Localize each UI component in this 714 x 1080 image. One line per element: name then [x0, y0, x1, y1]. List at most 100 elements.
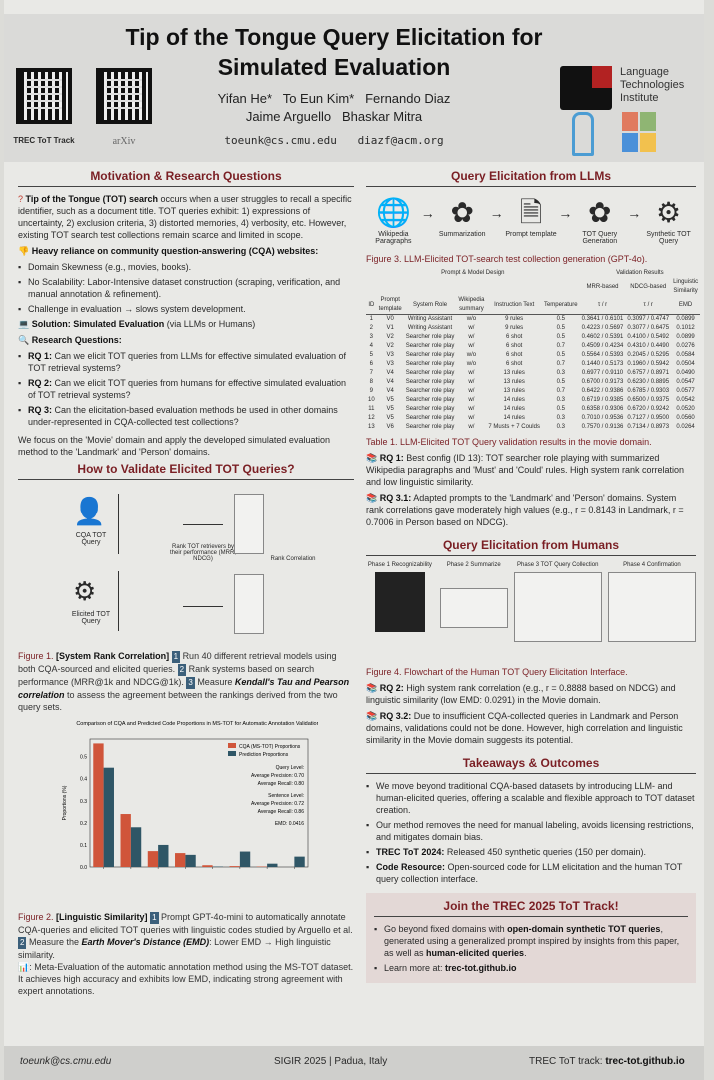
table-cell: V3 — [386, 352, 394, 358]
chart-title: Comparison of CQA and Predicted Code Pro… — [76, 721, 318, 727]
table-cell: w/ — [468, 379, 475, 385]
list-item: Code Resource: Open-sourced code for LLM… — [366, 861, 696, 885]
table-header: ID — [366, 296, 377, 315]
table-cell: 0.3641 / 0.6101 — [581, 316, 624, 322]
chart-annotation: Average Recall: 0.86 — [258, 809, 305, 815]
table-cell: 0.7127 / 0.9500 — [627, 415, 670, 421]
author: Fernando Diaz — [365, 91, 451, 106]
table-cell: 0.5 — [556, 406, 565, 412]
table-cell: 13 — [368, 424, 375, 430]
reliance: 👎 Heavy reliance on community question-a… — [18, 246, 319, 256]
wikipedia-icon: 🌐 — [375, 197, 411, 228]
table-header: Instruction Text — [486, 296, 542, 315]
list-item: Our method removes the need for manual l… — [366, 819, 696, 843]
author: Bhaskar Mitra — [341, 109, 423, 124]
track-link[interactable]: trec-tot.github.io — [605, 1056, 685, 1067]
table-cell: w/o — [466, 361, 477, 367]
table-cell: 0.3 — [556, 370, 565, 376]
table-cell: w/ — [468, 370, 475, 376]
list-item: Challenge in evaluation → slows system d… — [18, 303, 354, 315]
table-cell: 0.0264 — [676, 424, 695, 430]
section-heading: Query Elicitation from Humans — [366, 538, 696, 556]
table-cell: 0.1440 / 0.5173 — [581, 361, 624, 367]
rq31-result: 📚 RQ 3.1: Adapted prompts to the 'Landma… — [366, 493, 684, 527]
table-cell: 0.0520 — [676, 406, 695, 412]
footer-track: TREC ToT track: trec-tot.github.io — [529, 1056, 685, 1067]
section-heading: Query Elicitation from LLMs — [366, 169, 696, 187]
plot-frame — [89, 738, 309, 868]
document-icon: 🗎 — [519, 197, 543, 228]
list-item: RQ 3: Can the elicitation-based evaluati… — [18, 404, 354, 428]
chart-annotation: Average Precision: 0.70 — [251, 773, 304, 779]
table-cell: 6 shot — [506, 361, 523, 367]
table-cell: 0.0542 — [676, 397, 695, 403]
table-header: EMD — [671, 296, 701, 315]
table-header: System Role — [403, 296, 457, 315]
magnifier-icon: 🔍 — [18, 335, 30, 345]
table-cell: w/ — [468, 325, 475, 331]
phase: Phase 2 Summarize — [439, 562, 508, 662]
figure-3-caption: Figure 3. LLM-Elicited TOT-search test c… — [366, 254, 648, 264]
table-cell: 0.5 — [556, 352, 565, 358]
section-heading: Takeaways & Outcomes — [366, 756, 696, 774]
y-tick-label: 0.0 — [80, 865, 87, 871]
table-cell: 0.6720 / 0.9242 — [627, 406, 670, 412]
table-header: τ / r — [579, 296, 626, 315]
table-cell: 0.4602 / 0.5391 — [581, 334, 624, 340]
list-item: RQ 2: Can we elicit TOT queries from hum… — [18, 377, 354, 401]
ranking-list — [234, 574, 264, 634]
lti-logo: Language Technologies Institute — [560, 66, 684, 110]
solution: 💻 Solution: Simulated Evaluation (via LL… — [18, 319, 256, 329]
table-cell: V5 — [386, 397, 394, 403]
cqa-label: CQA TOT Query — [75, 532, 107, 546]
qr-code-arxiv[interactable] — [96, 68, 152, 124]
y-tick-label: 0.4 — [80, 777, 87, 783]
arrow-icon: → — [627, 205, 642, 221]
correlation-label: Rank Correlation — [270, 556, 316, 562]
section-heading: Motivation & Research Questions — [18, 169, 354, 187]
bar — [120, 814, 131, 867]
legend-label: CQA (MS-TOT) Proportions — [239, 744, 301, 750]
table-header: τ / r — [625, 296, 672, 315]
movie-poster-image — [374, 572, 425, 632]
y-tick-label: 0.5 — [80, 755, 87, 761]
bar — [175, 853, 186, 867]
rq32-result: 📚 RQ 3.2: Due to insufficient CQA-collec… — [366, 711, 683, 745]
rq2-result: 📚 RQ 2: High system rank correlation (e.… — [366, 683, 676, 705]
table-cell: 0.2045 / 0.5295 — [627, 352, 670, 358]
qr-label: arXiv — [112, 136, 136, 147]
chart-annotation: Query Level: — [276, 765, 304, 771]
human-flowchart: Phase 1 Recognizability Phase 2 Summariz… — [366, 562, 696, 662]
rq1-result: 📚 RQ 1: Best config (ID 13): TOT searche… — [366, 453, 685, 487]
bar — [93, 743, 104, 867]
pipeline-step: 🗎Prompt template — [505, 197, 557, 238]
table-cell: 0.7134 / 0.8973 — [627, 424, 670, 430]
list-item: Domain Skewness (e.g., movies, books). — [18, 261, 354, 273]
table-cell: w/ — [468, 343, 475, 349]
table-cell: 7 Musts + 7 Coulds — [488, 424, 540, 430]
head-gear-icon: ⚙ — [656, 197, 682, 228]
table-subheader: MRR-based — [586, 283, 619, 290]
table-cell: 0.7570 / 0.9136 — [581, 424, 624, 430]
institute-name: Language Technologies Institute — [620, 66, 685, 104]
table-cell: Searcher role play — [405, 352, 455, 358]
email: toeunk@cs.cmu.edu — [224, 134, 337, 147]
head-gear-icon: ⚙ — [73, 576, 97, 606]
rq-list: RQ 1: Can we elicit TOT queries from LLM… — [18, 350, 354, 428]
qr-code-trec[interactable] — [16, 68, 72, 124]
table-cell: 6 shot — [506, 334, 523, 340]
table-cell: 6 shot — [506, 343, 523, 349]
table-cell: 0.3077 / 0.6475 — [627, 325, 670, 331]
openai-icon: ✿ — [588, 197, 612, 228]
bar-chart-icon: 📊 — [18, 962, 30, 972]
table-cell: w/ — [468, 415, 475, 421]
table-cell: Searcher role play — [405, 370, 455, 376]
pipeline-step: ⚙Synthetic TOT Query — [641, 195, 696, 245]
author: Yifan He* — [217, 91, 273, 106]
trec-link[interactable]: trec-tot.github.io — [445, 963, 517, 973]
y-tick-label: 0.1 — [80, 843, 87, 849]
legend-label: Prediction Proportions — [239, 752, 289, 758]
table-cell: w/o — [466, 352, 477, 358]
table-cell: 0.0560 — [676, 415, 695, 421]
